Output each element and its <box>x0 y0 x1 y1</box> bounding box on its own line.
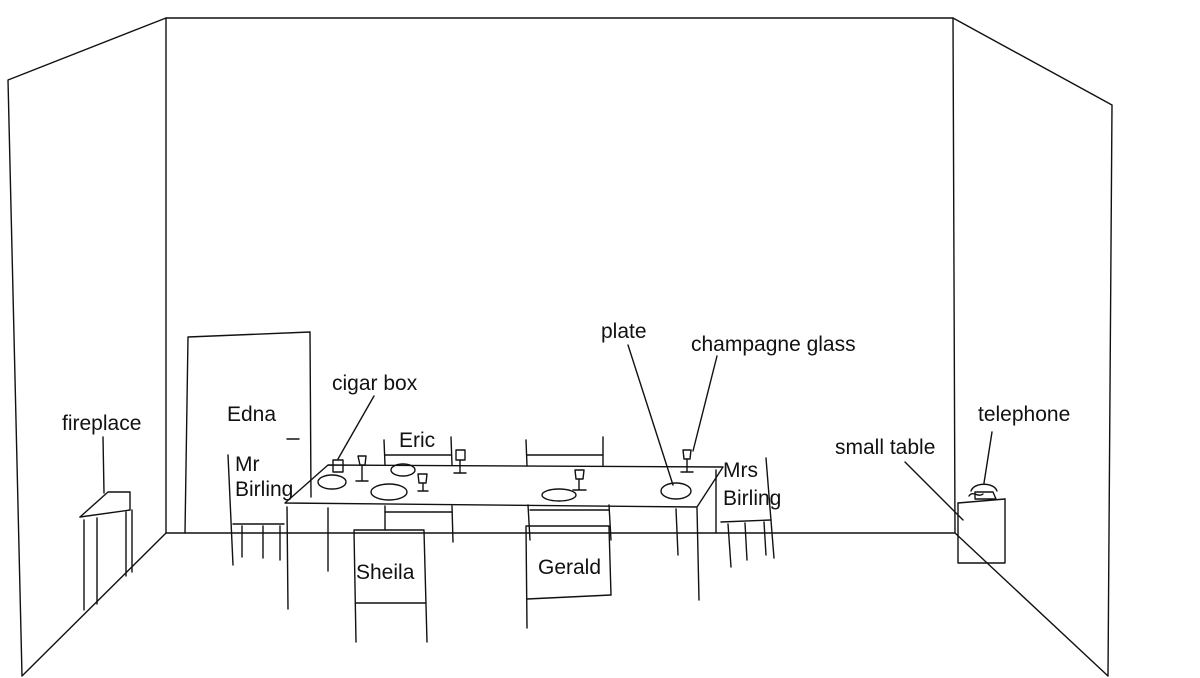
champagne-glass <box>355 455 369 482</box>
plate <box>317 474 347 490</box>
chair-gerald <box>525 504 612 629</box>
label-gerald: Gerald <box>538 556 601 579</box>
door <box>184 331 312 534</box>
small-table <box>957 498 1006 564</box>
label-champagne-glass: champagne glass <box>691 333 856 356</box>
label-cigar-box: cigar box <box>332 372 418 395</box>
champagne-glass <box>453 449 467 474</box>
telephone <box>968 483 998 500</box>
champagne-glasses <box>355 449 694 492</box>
label-mr-birling-line1: Mr <box>235 453 260 476</box>
plates <box>317 463 692 502</box>
label-mrs-birling-line1: Mrs <box>723 459 758 482</box>
fireplace-pointer <box>102 436 105 494</box>
label-small-table: small table <box>835 436 935 459</box>
chair-back-center <box>525 436 604 467</box>
room-walls <box>7 17 1113 677</box>
champagne-glass <box>417 473 429 492</box>
label-edna: Edna <box>227 403 276 426</box>
right-wall <box>952 17 1113 677</box>
label-mr-birling-line2: Birling <box>235 478 293 501</box>
label-sheila: Sheila <box>356 561 415 584</box>
telephone-pointer <box>983 431 993 484</box>
cigar-box <box>332 459 344 473</box>
chair-eric <box>383 436 453 466</box>
label-plate: plate <box>601 320 647 343</box>
plate <box>390 463 416 477</box>
chair-sheila <box>353 505 454 643</box>
fireplace <box>79 491 133 611</box>
cigar-box-pointer <box>337 395 375 460</box>
label-fireplace: fireplace <box>62 412 141 435</box>
plate <box>541 488 577 502</box>
plate <box>660 482 692 500</box>
small-table-pointer <box>904 461 964 521</box>
champagne-glass <box>572 469 587 491</box>
label-telephone: telephone <box>978 403 1070 426</box>
dining-table <box>284 464 724 610</box>
label-eric: Eric <box>399 429 435 452</box>
plate-pointer <box>627 344 674 486</box>
plate <box>370 483 408 501</box>
champagne-glass <box>680 449 694 473</box>
champagne-glass-pointer <box>692 355 718 452</box>
left-wall <box>7 17 167 677</box>
chair-mr-birling <box>227 454 285 566</box>
chair-mrs-birling <box>720 457 775 568</box>
label-mrs-birling-line2: Birling <box>723 487 781 510</box>
